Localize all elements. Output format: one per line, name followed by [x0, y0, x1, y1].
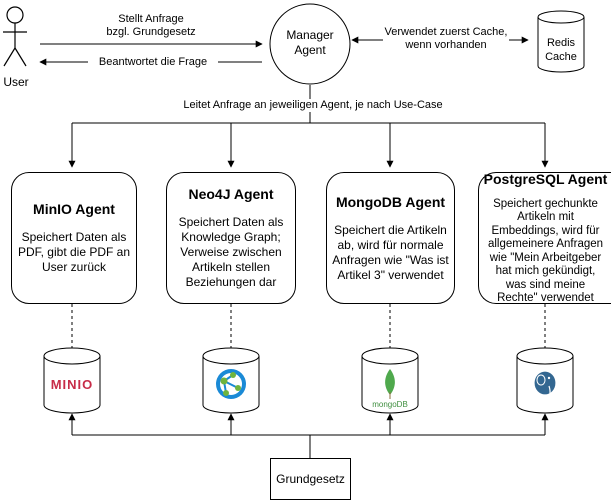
postgresql-elephant-icon: [533, 370, 557, 401]
mongodb-db-icon: [361, 347, 419, 414]
grundgesetz-label: Grundgesetz: [276, 472, 345, 486]
neo4j-logo-icon: [216, 369, 246, 399]
agent-description: Speichert die Artikeln ab, wird für norm…: [332, 222, 449, 282]
minio-agent-box: MinIO Agent Speichert Daten als PDF, gib…: [11, 172, 137, 304]
agent-description: Speichert gechunkte Artikeln mit Embeddi…: [487, 197, 604, 305]
mongodb-logo-text: mongoDB: [372, 400, 408, 409]
redis-cache-db-icon: [537, 10, 585, 73]
user-actor-icon: [3, 6, 27, 67]
edge-label-manager-redis: Verwendet zuerst Cache, wenn vorhanden: [383, 26, 509, 52]
minio-db-icon: [43, 347, 101, 414]
actor-label: User: [3, 75, 29, 89]
neo4j-db-icon: [202, 347, 260, 414]
grundgesetz-source-box: Grundgesetz: [270, 458, 351, 500]
agent-title: Neo4J Agent: [188, 186, 274, 202]
agent-title: MinIO Agent: [33, 201, 115, 217]
edge-label-user-to-manager: Stellt Anfrage bzgl. Grundgesetz: [96, 13, 206, 39]
manager-agent-node: [269, 3, 351, 85]
agent-title: MongoDB Agent: [335, 193, 446, 210]
redis-cache-label: Redis Cache: [545, 37, 577, 63]
mongodb-agent-box: MongoDB Agent Speichert die Artikeln ab,…: [326, 172, 455, 304]
edge-label-manager-to-user: Beantwortet die Frage: [88, 56, 218, 69]
agent-description: Speichert Daten als Knowledge Graph; Ver…: [178, 215, 284, 289]
agent-description: Speichert Daten als PDF, gibt die PDF an…: [17, 230, 131, 274]
postgresql-agent-box: PostgreSQL Agent Speichert gechunkte Art…: [478, 170, 611, 305]
minio-logo-text: MINIO: [50, 377, 94, 392]
postgresql-db-icon: [516, 347, 574, 414]
edge-label-routing: Leitet Anfrage an jeweiligen Agent, je n…: [178, 99, 448, 112]
neo4j-agent-box: Neo4J Agent Speichert Daten als Knowledg…: [166, 172, 296, 304]
mongodb-leaf-icon: [385, 369, 395, 395]
agent-title: PostgreSQL Agent: [483, 170, 608, 187]
manager-agent-label: Manager Agent: [286, 28, 334, 57]
